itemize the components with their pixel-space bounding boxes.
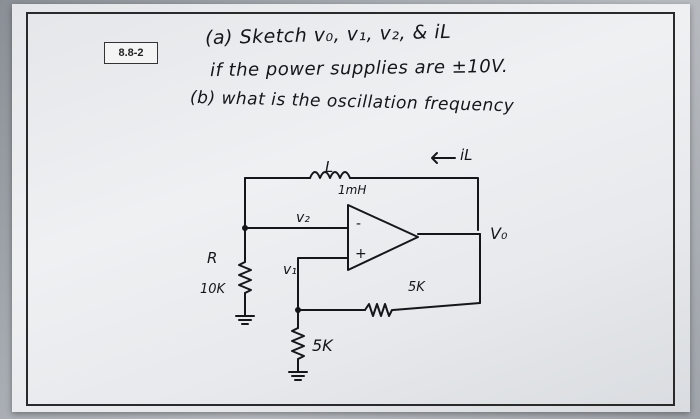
opamp-triangle [347, 204, 419, 271]
output-voltage-label: V₀ [490, 224, 508, 243]
resistor-5k-feedback [364, 303, 393, 317]
inductor-label: L [325, 158, 334, 176]
resistor-r-10k [238, 261, 252, 294]
wire-plus-input [297, 257, 349, 311]
wire-feedback-right [392, 302, 481, 311]
wire-top-horizontal-right [349, 177, 479, 231]
node-dot-v2 [242, 225, 248, 231]
inductor-value: 1mH [338, 183, 367, 197]
resistor-5k-ground [291, 327, 305, 360]
v1-label: v₁ [283, 262, 297, 278]
ground-5k [288, 371, 308, 381]
paper-sheet [12, 4, 690, 412]
node-dot-feedback [295, 307, 301, 313]
page-frame [26, 12, 675, 406]
opamp-plus-label: + [355, 246, 367, 262]
current-label: iL [460, 146, 473, 164]
opamp-minus-label: - [356, 216, 362, 232]
resistor-r-label: R [207, 249, 218, 267]
resistor-ground-value: 5K [312, 336, 333, 355]
resistor-r-value: 10K [200, 282, 226, 297]
resistor-feedback-value: 5K [408, 280, 425, 295]
ground-r [235, 315, 255, 325]
current-arrow [431, 152, 456, 164]
problem-number: 8.8-2 [118, 47, 144, 59]
inductor-coil [309, 171, 351, 179]
problem-number-box: 8.8-2 [104, 42, 158, 64]
v2-label: v₂ [296, 210, 310, 226]
